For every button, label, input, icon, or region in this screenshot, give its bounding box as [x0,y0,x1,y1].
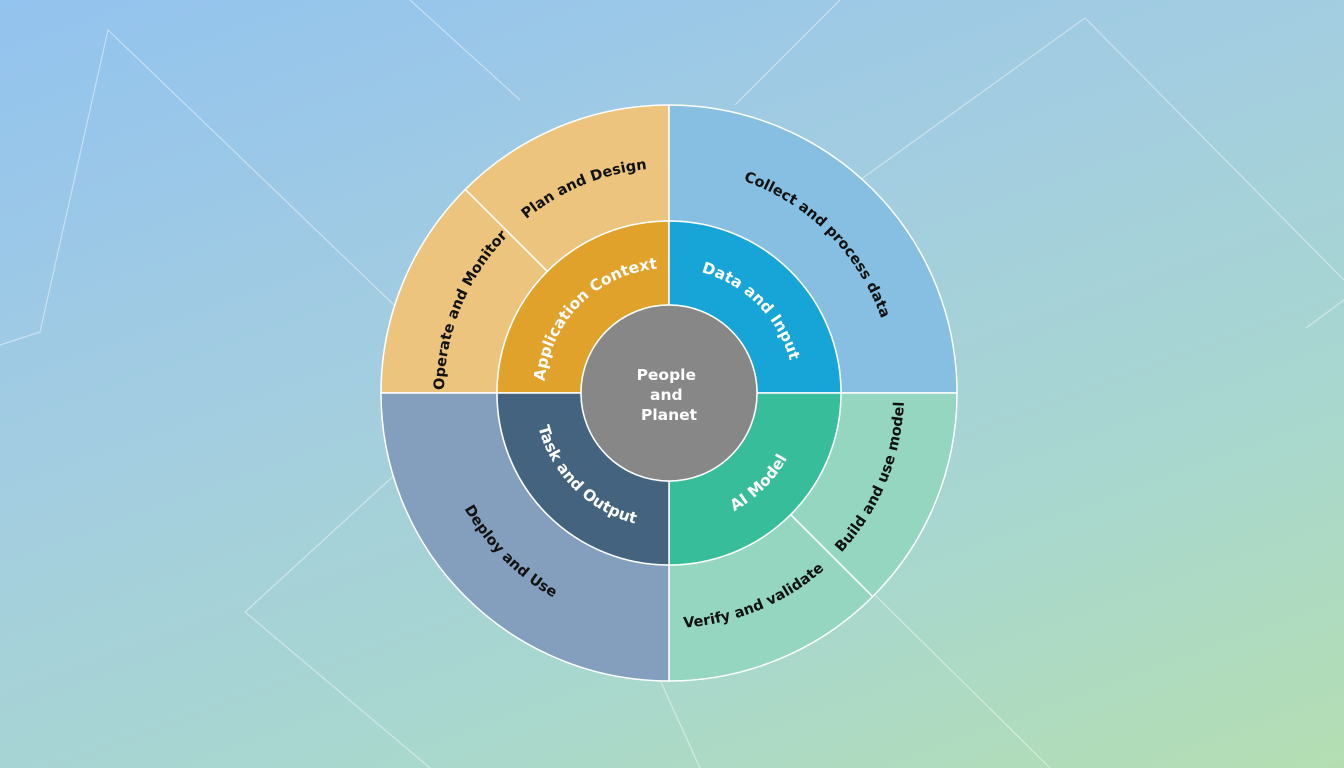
background-line [859,17,1344,281]
center-line-3: Planet [641,406,698,424]
center-line-2: and [650,386,683,404]
background-line [244,469,431,768]
center-line-1: People [637,366,696,384]
background-line [869,589,1051,768]
background-line [1305,299,1344,329]
center-circle [580,304,758,482]
background-line [409,0,521,101]
background-line [0,28,421,346]
background-line [659,679,701,768]
background-line [734,0,841,106]
center-label: People and Planet [637,366,702,424]
